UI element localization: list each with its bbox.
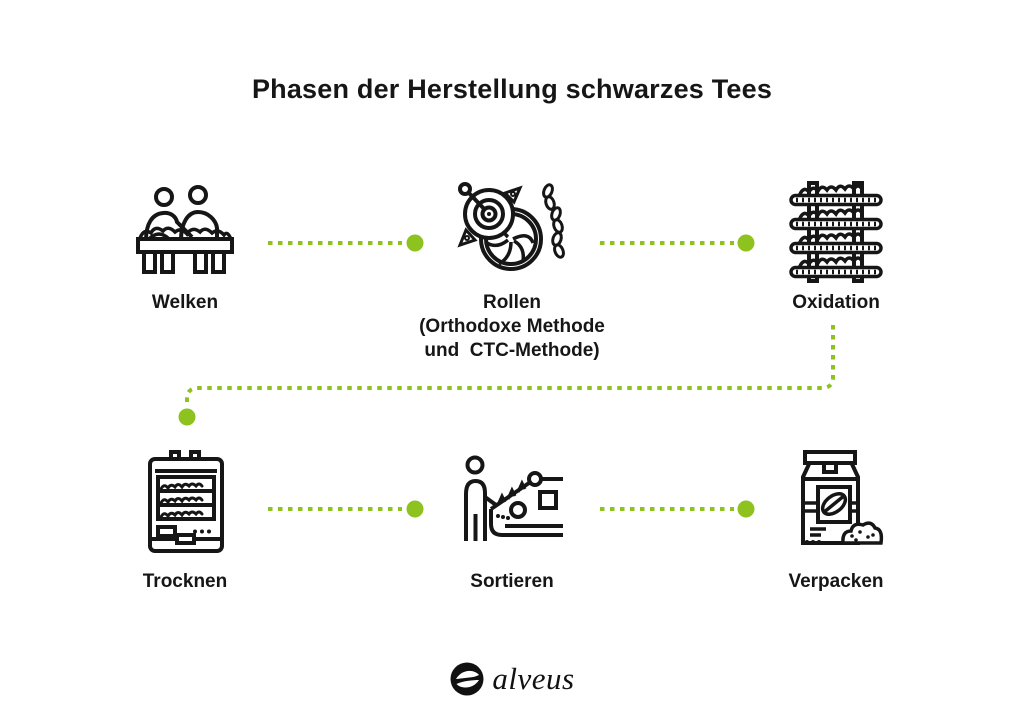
step-verpacken: [788, 446, 886, 554]
withering-table-icon: [136, 185, 234, 274]
oxidation-rack-icon: [789, 181, 883, 283]
label-rollen-sub1: (Orthodoxe Methode: [419, 316, 605, 337]
label-verpacken-text: Verpacken: [788, 571, 884, 592]
step-oxidation: [788, 180, 884, 284]
label-sortieren-text: Sortieren: [470, 571, 554, 592]
label-trocknen-text: Trocknen: [142, 571, 228, 592]
brand-name: alveus: [492, 661, 575, 696]
label-rollen-text: Rollen: [482, 292, 542, 313]
step-trocknen: [146, 450, 226, 556]
connector-dot-oxidation: [737, 234, 755, 252]
packaging-bag-icon: [801, 450, 884, 545]
brand-footer: alveus: [0, 658, 1024, 700]
twisted-leaves: [542, 183, 565, 259]
label-oxidation-text: Oxidation: [792, 292, 880, 313]
label-sortieren: Sortieren: [412, 570, 612, 594]
label-verpacken: Verpacken: [736, 570, 936, 594]
rolling-machine-icon: [457, 182, 565, 271]
alveus-leaf-logo-icon: [450, 662, 484, 696]
sorting-machine-icon: [464, 455, 563, 541]
drying-oven-icon: [148, 450, 224, 553]
connector-dot-trocknen: [178, 408, 196, 426]
connector-dot-rollen: [406, 234, 424, 252]
label-welken-text: Welken: [151, 292, 219, 313]
label-oxidation: Oxidation: [736, 291, 936, 315]
label-rollen: Rollen (Orthodoxe Methode und CTC-Method…: [392, 291, 632, 363]
page-title: Phasen der Herstellung schwarzes Tees: [251, 74, 773, 104]
connector-dot-sortieren: [406, 500, 424, 518]
step-sortieren: [455, 452, 565, 544]
step-rollen: [453, 178, 567, 284]
step-welken: [135, 184, 235, 276]
label-trocknen: Trocknen: [85, 570, 285, 594]
label-welken: Welken: [85, 291, 285, 315]
label-rollen-sub2: und CTC-Methode): [424, 340, 600, 361]
connector-dot-verpacken: [737, 500, 755, 518]
